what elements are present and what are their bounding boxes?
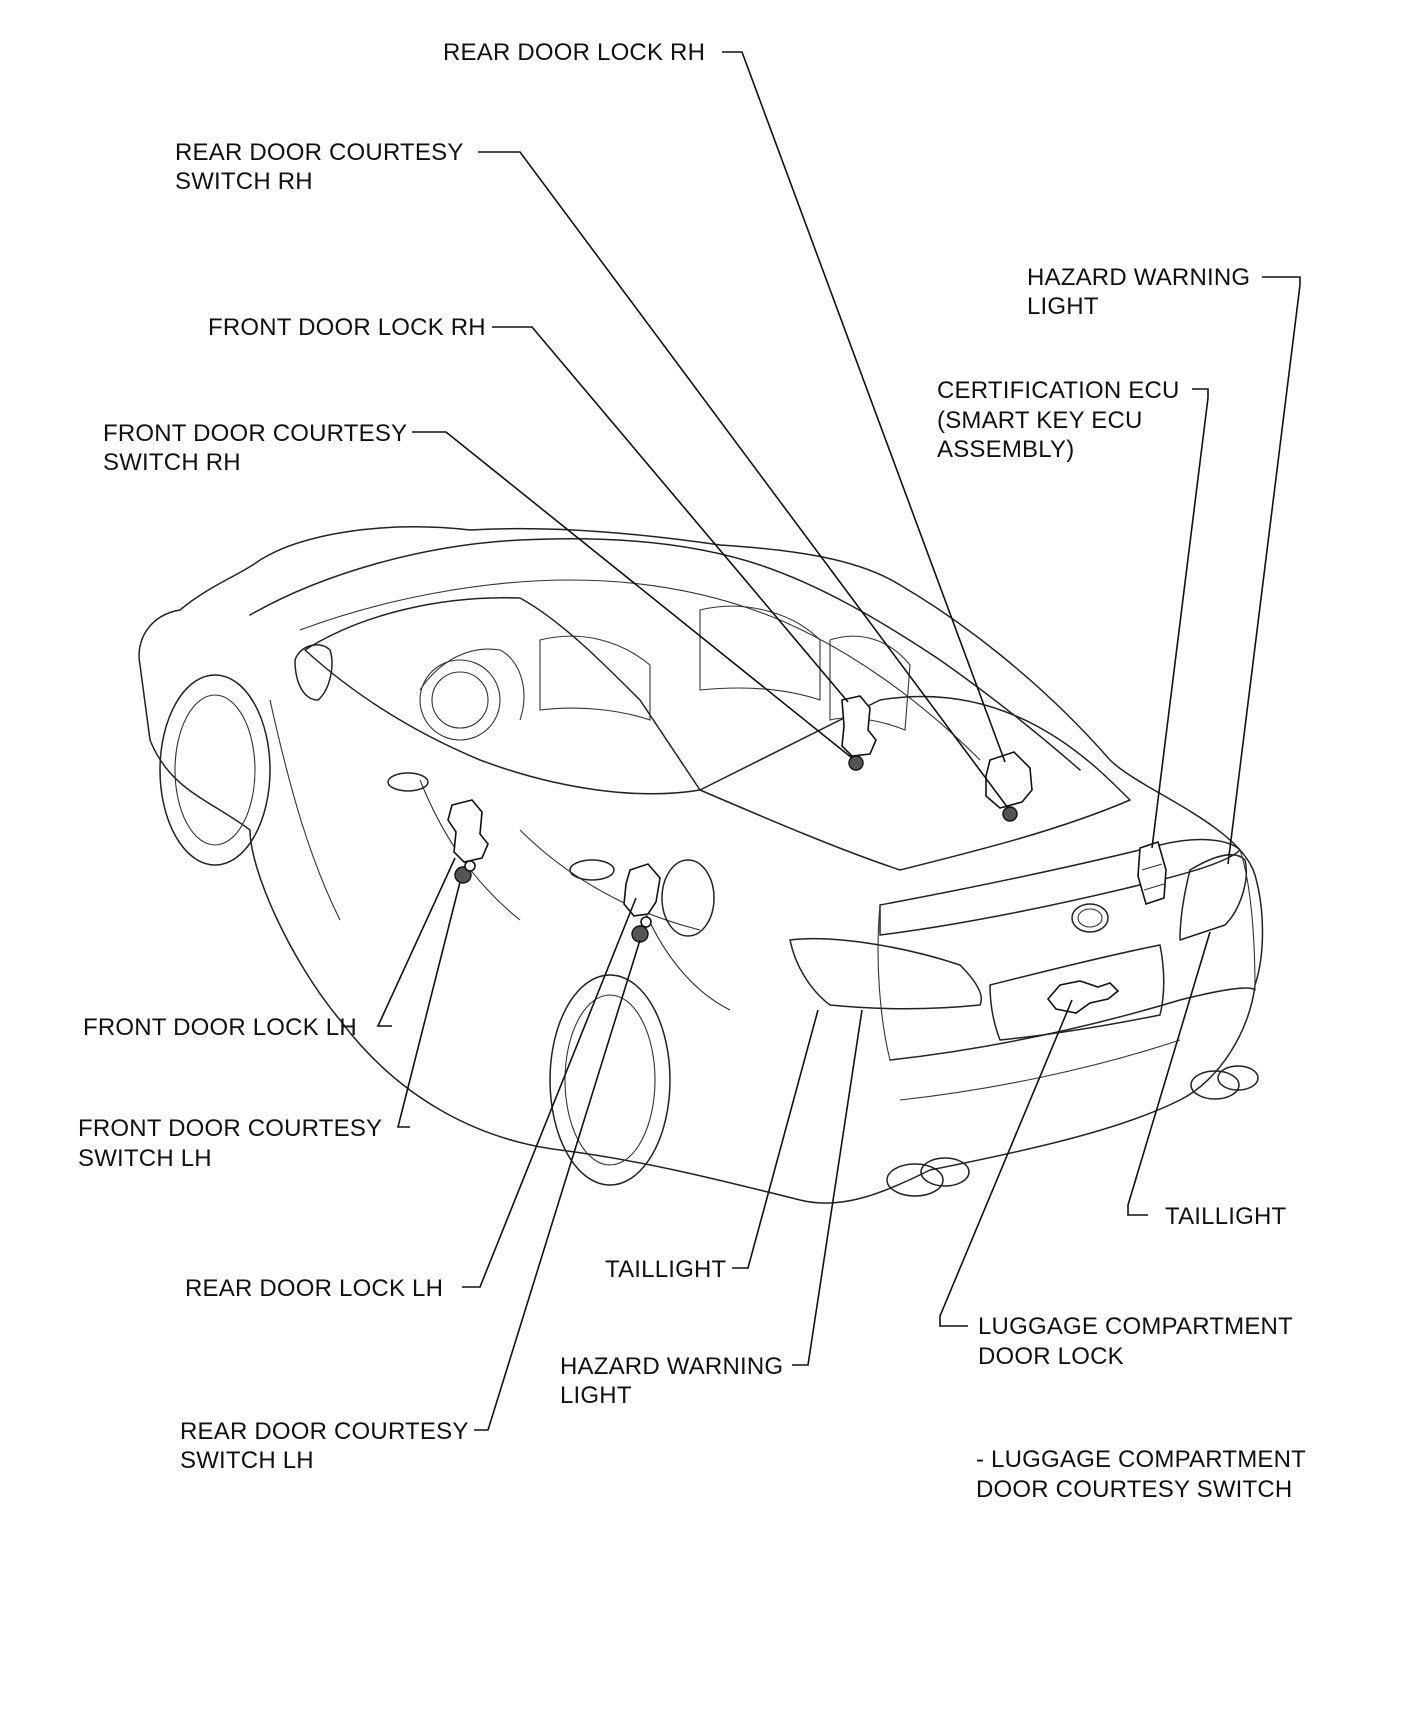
label-rear-door-lock-lh: REAR DOOR LOCK LH	[185, 1275, 443, 1302]
label-taillight-lh: TAILLIGHT	[605, 1256, 727, 1283]
label-front-door-courtesy-switch-lh: FRONT DOOR COURTESY SWITCH LH	[78, 1115, 389, 1172]
label-rear-door-lock-rh: REAR DOOR LOCK RH	[443, 39, 705, 66]
leader-certification-ecu	[1151, 388, 1209, 849]
label-rear-door-courtesy-switch-lh: REAR DOOR COURTESY SWITCH LH	[180, 1418, 475, 1474]
label-hazard-warning-light-lh: HAZARD WARNING LIGHT	[560, 1353, 790, 1409]
front-door-courtesy-switch-rh-part	[848, 755, 864, 771]
label-hazard-warning-light-rh: HAZARD WARNING LIGHT	[1027, 264, 1257, 320]
label-luggage-compartment-door-lock: LUGGAGE COMPARTMENT DOOR LOCK	[978, 1313, 1299, 1370]
front-door-courtesy-switch-lh-part	[454, 866, 472, 884]
leader-front-door-courtesy-switch-lh	[396, 881, 461, 1128]
leader-front-door-courtesy-switch-rh	[412, 431, 853, 759]
leader-front-door-lock-rh	[492, 326, 849, 703]
label-front-door-lock-rh: FRONT DOOR LOCK RH	[208, 314, 486, 341]
leader-hazard-warning-light-rh	[1227, 276, 1301, 865]
component-parts	[447, 695, 1167, 1014]
label-taillight-rh: TAILLIGHT	[1165, 1203, 1287, 1230]
front-door-lock-rh-part	[841, 695, 877, 757]
leader-hazard-warning-light-lh	[792, 1009, 863, 1366]
car-illustration	[138, 526, 1264, 1204]
label-front-door-courtesy-switch-rh: FRONT DOOR COURTESY SWITCH RH	[103, 420, 414, 476]
leader-taillight-rh	[1127, 931, 1211, 1216]
label-luggage-compartment-door-courtesy-switch: - LUGGAGE COMPARTMENT DOOR COURTESY SWIT…	[976, 1446, 1312, 1503]
leader-lines	[376, 51, 1301, 1431]
rear-door-courtesy-switch-lh-part	[631, 925, 649, 943]
leader-rear-door-lock-lh	[462, 897, 637, 1288]
leader-luggage-compartment-door-lock	[939, 999, 1073, 1327]
leader-rear-door-courtesy-switch-lh	[474, 939, 641, 1431]
front-door-lock-lh-part	[447, 799, 489, 863]
rear-door-lock-rh-part	[985, 751, 1033, 809]
component-labels: REAR DOOR LOCK RH REAR DOOR COURTESY SWI…	[78, 39, 1312, 1503]
rear-door-courtesy-switch-rh-part	[1002, 806, 1018, 822]
leader-rear-door-lock-rh	[722, 51, 1006, 763]
rear-door-lock-lh-part	[623, 863, 661, 917]
label-rear-door-courtesy-switch-rh: REAR DOOR COURTESY SWITCH RH	[175, 139, 470, 195]
leader-rear-door-courtesy-switch-rh	[478, 151, 1009, 809]
certification-ecu-part	[1137, 840, 1167, 906]
leader-taillight-lh	[732, 1009, 819, 1269]
label-certification-ecu: CERTIFICATION ECU (SMART KEY ECU ASSEMBL…	[937, 377, 1186, 463]
leader-front-door-lock-lh	[376, 857, 456, 1027]
label-front-door-lock-lh: FRONT DOOR LOCK LH	[83, 1014, 357, 1041]
luggage-compartment-door-lock-part	[1046, 980, 1120, 1014]
